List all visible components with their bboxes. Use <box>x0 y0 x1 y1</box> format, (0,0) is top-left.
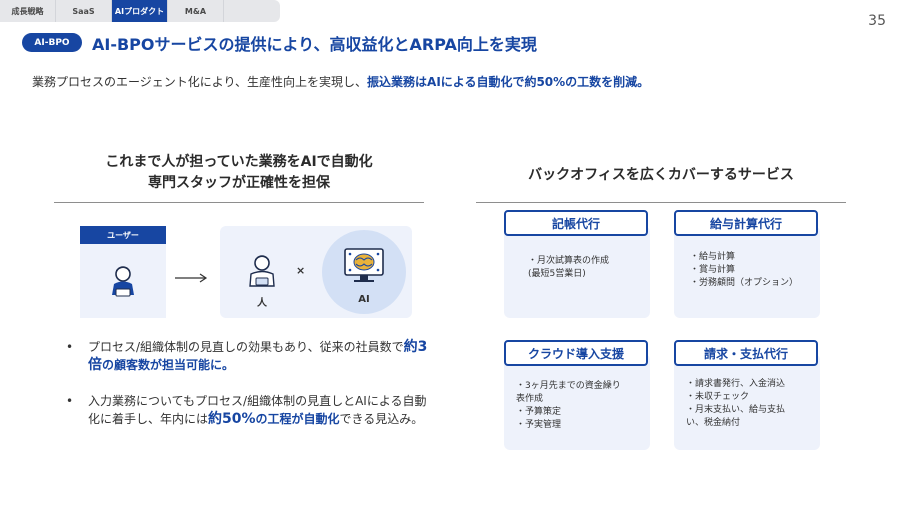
service-item: ・月末支払い、給与支払 <box>686 405 786 415</box>
section-tabs: 成長戦略 SaaS AIプロダクト M&A <box>0 0 280 22</box>
service-items-cloud: ・3ヶ月先までの資金繰り 表作成 ・予算策定 ・予実管理 <box>516 380 621 432</box>
user-label: ユーザー <box>80 226 166 244</box>
bullet-text: プロセス/組織体制の見直しの効果もあり、従来の社員数で約3倍の顧客数が担当可能に… <box>88 338 428 374</box>
user-icon <box>112 266 134 297</box>
bullet-emphasis-number: 約3倍 <box>88 339 428 373</box>
bullet-emphasis-text: の工程が自動化 <box>255 412 340 426</box>
right-heading: バックオフィスを広くカバーするサービス <box>528 167 794 183</box>
service-item: ・請求書発行、入金消込 <box>686 379 786 389</box>
left-heading-line2: 専門スタッフが正確性を担保 <box>148 175 330 191</box>
service-card-billing <box>674 354 820 450</box>
service-item: い、税金納付 <box>686 418 741 428</box>
service-item: ・賞与計算 <box>690 265 736 275</box>
tab-growth-strategy[interactable]: 成長戦略 <box>0 0 56 22</box>
bullet-text: 入力業務についてもプロセス/組織体制の見直しとAIによる自動化に着手し、年内には… <box>88 392 428 428</box>
bullet-emphasis-text: の顧客数が担当可能に。 <box>102 358 235 372</box>
service-card-bookkeeping <box>504 226 650 318</box>
page-subtitle: 業務プロセスのエージェント化により、生産性向上を実現し、振込業務はAIによる自動… <box>32 73 649 90</box>
bullet-text-main: 入力業務についてもプロセス/組織体制の見直しとAIによる自動化に着手し、年内には <box>88 394 427 426</box>
service-item: ・予算策定 <box>516 407 562 417</box>
bullet-emphasis-number: 約50% <box>208 411 256 427</box>
service-item: ・月次試算表の作成 <box>528 256 610 266</box>
subtitle-emphasis: 振込業務はAIによる自動化で約50%の工数を削減。 <box>367 75 650 89</box>
service-title-bookkeeping: 記帳代行 <box>504 210 648 236</box>
service-item: ・給与計算 <box>690 252 736 262</box>
tab-ai-product[interactable]: AIプロダクト <box>112 0 168 22</box>
service-card-cloud <box>504 354 650 450</box>
bullet-dot: • <box>66 340 74 354</box>
ai-wrap <box>342 246 386 290</box>
left-heading-line1: これまで人が担っていた業務をAIで自動化 <box>105 154 373 170</box>
left-divider <box>54 202 424 203</box>
service-items-bookkeeping: ・月次試算表の作成 (最短5営業日) <box>528 255 609 281</box>
service-item: ・労務顧問（オプション） <box>690 278 799 288</box>
service-item: ・未収チェック <box>686 392 750 402</box>
person-wrap <box>243 252 281 294</box>
ai-brain-monitor-icon <box>344 248 384 282</box>
page-number: 35 <box>868 13 886 29</box>
service-items-billing: ・請求書発行、入金消込 ・未収チェック ・月末支払い、給与支払 い、税金納付 <box>686 378 785 430</box>
ai-bpo-badge: AI-BPO <box>22 33 82 52</box>
person-label: 人 <box>257 298 267 309</box>
right-divider <box>476 202 846 203</box>
service-item: ・予実管理 <box>516 420 562 430</box>
person-icon <box>249 255 275 287</box>
service-title-billing: 請求・支払代行 <box>674 340 818 366</box>
subtitle-text: 業務プロセスのエージェント化により、生産性向上を実現し、 <box>32 75 368 89</box>
arrow-right-icon <box>175 273 208 283</box>
service-title-payroll: 給与計算代行 <box>674 210 818 236</box>
user-box <box>80 244 166 318</box>
service-item: 表作成 <box>516 394 544 404</box>
service-items-payroll: ・給与計算 ・賞与計算 ・労務顧問（オプション） <box>690 251 798 290</box>
page-title: AI-BPOサービスの提供により、高収益化とARPA向上を実現 <box>92 35 537 54</box>
service-title-cloud: クラウド導入支援 <box>504 340 648 366</box>
times-symbol: × <box>296 264 306 277</box>
left-heading: これまで人が担っていた業務をAIで自動化 専門スタッフが正確性を担保 <box>54 152 424 194</box>
service-item: (最短5営業日) <box>528 269 586 279</box>
tab-saas[interactable]: SaaS <box>56 0 112 22</box>
service-card-payroll <box>674 226 820 318</box>
tab-ma[interactable]: M&A <box>168 0 224 22</box>
bullet-dot: • <box>66 394 74 408</box>
bullet-text-main: プロセス/組織体制の見直しの効果もあり、従来の社員数で <box>88 340 404 354</box>
bullet-text-tail: できる見込み。 <box>339 412 424 426</box>
service-item: ・3ヶ月先までの資金繰り <box>516 381 621 391</box>
ai-label: AI <box>358 294 370 305</box>
tab-bar-end <box>224 0 280 22</box>
